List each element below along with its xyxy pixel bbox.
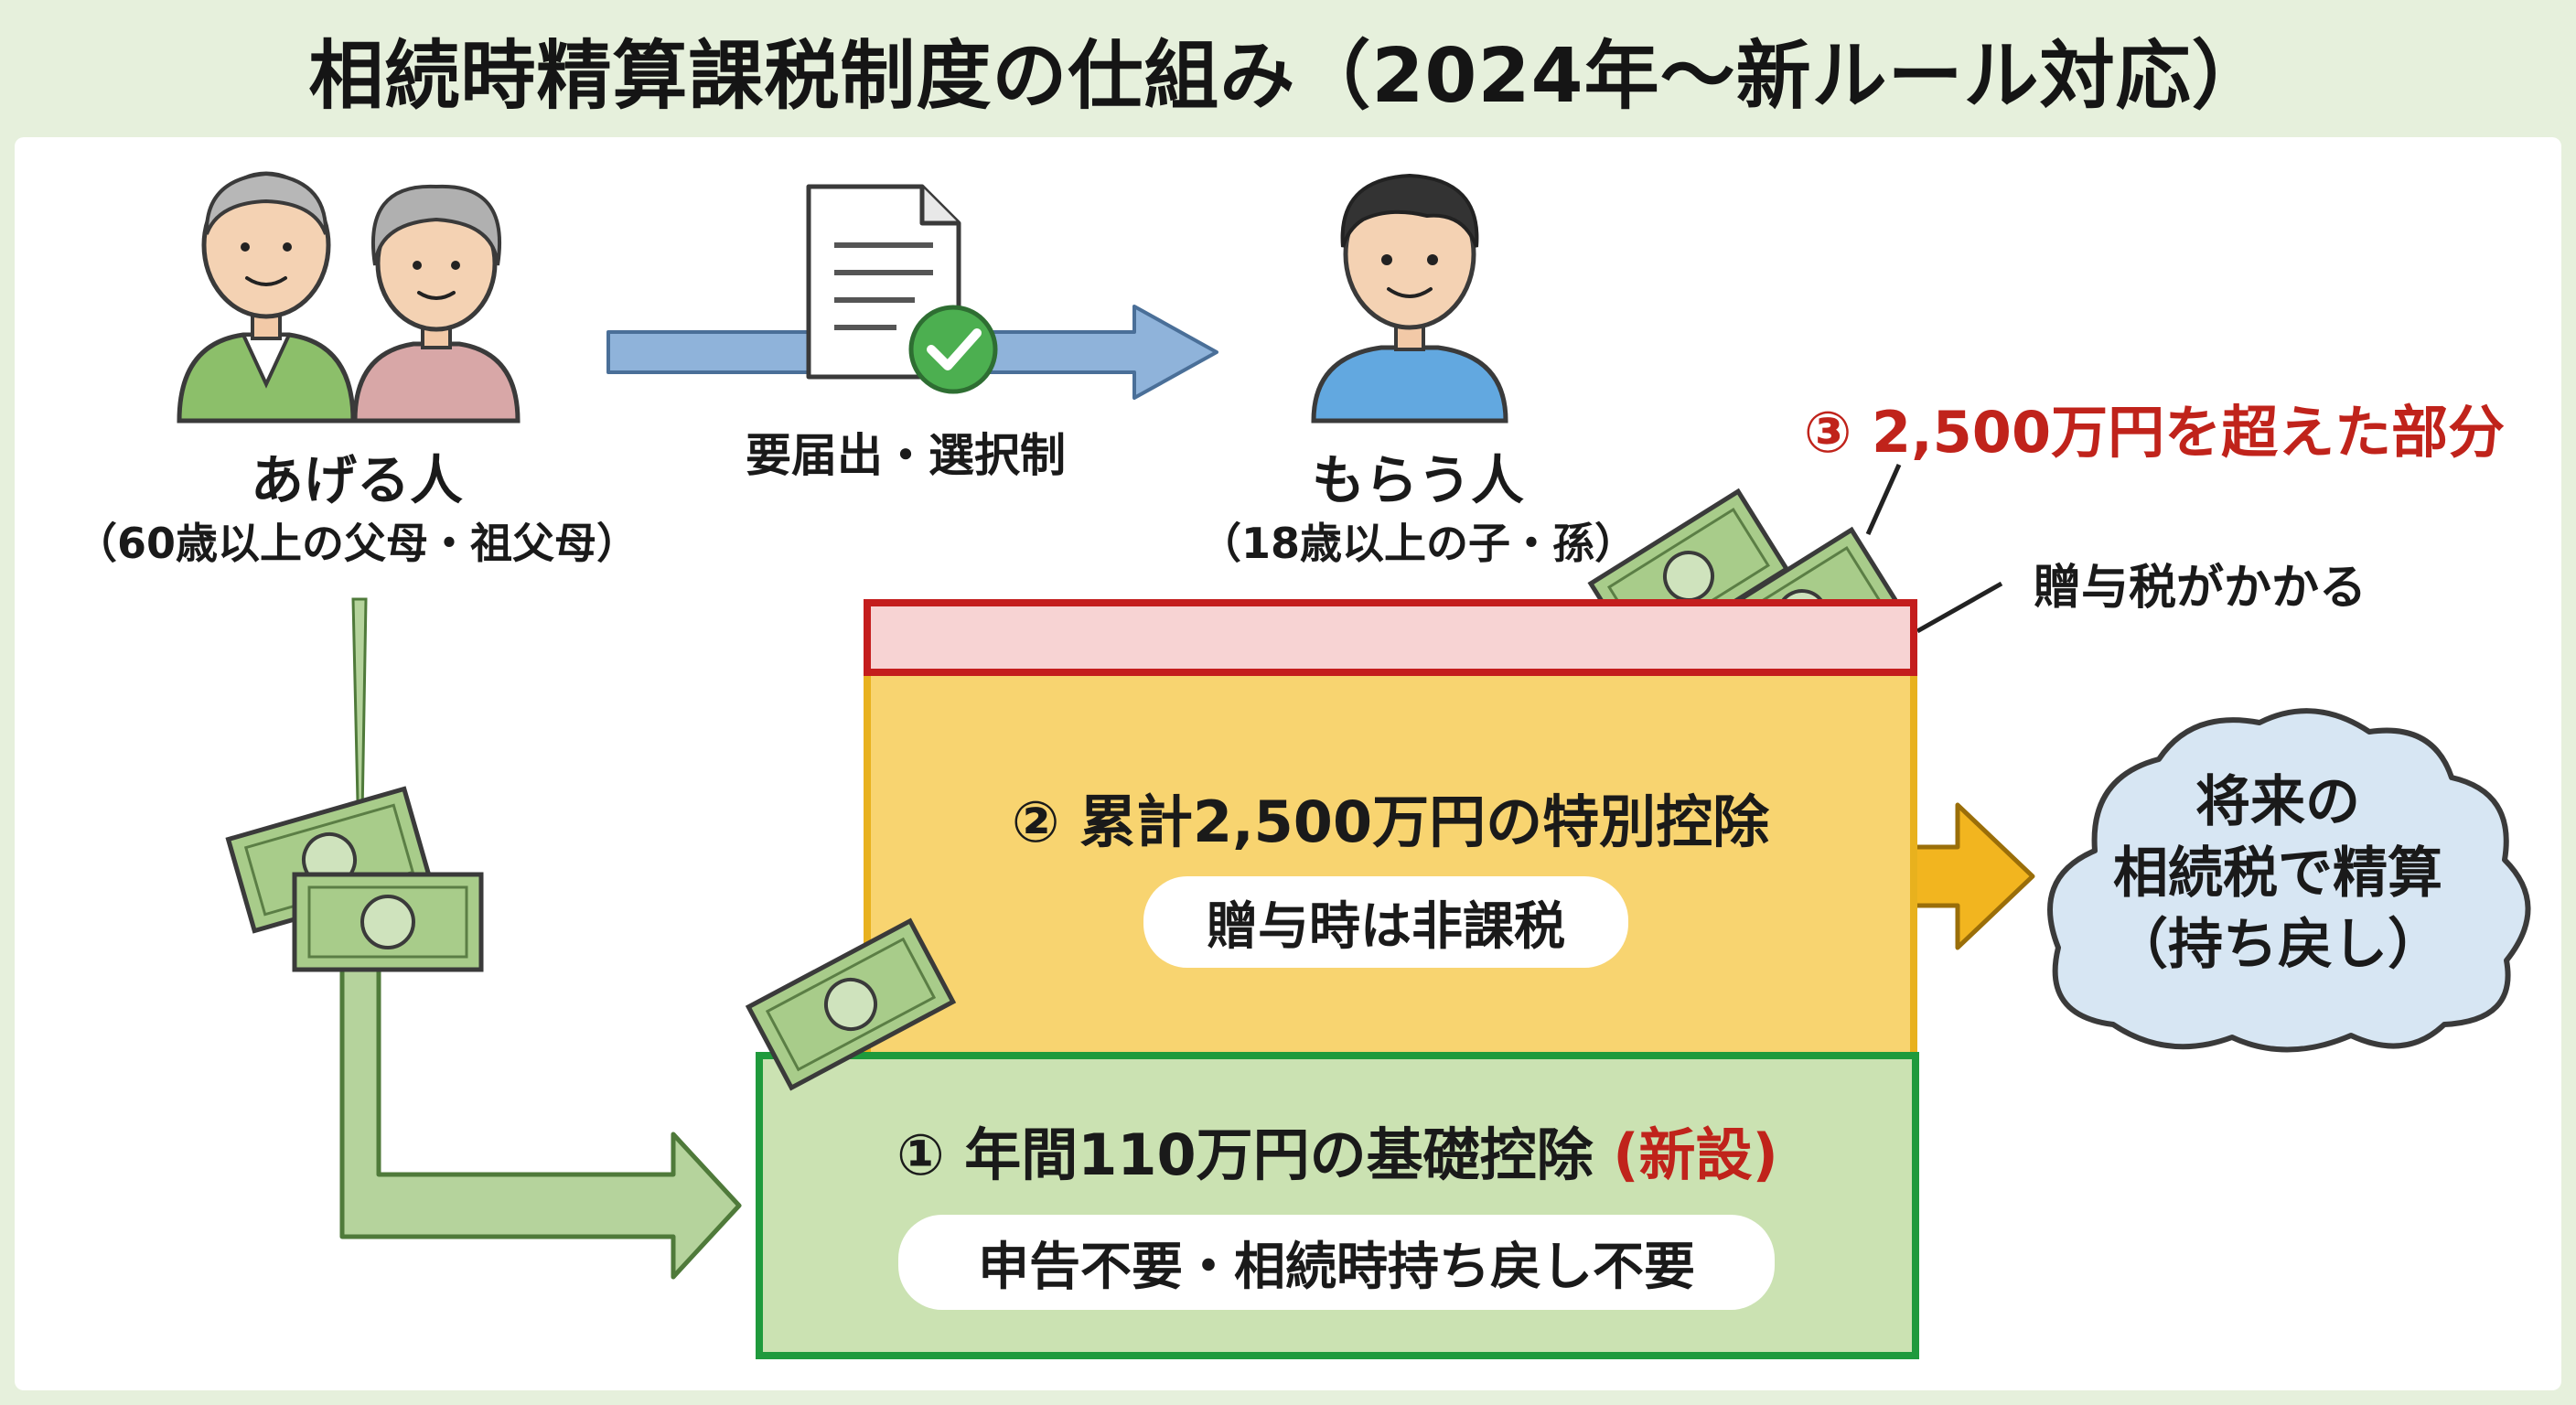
basic-deduction-label: ① 年間110万円の基礎控除 (新設)	[756, 1109, 1919, 1191]
excess-leader-line	[1865, 463, 1902, 536]
basic-deduction-main: ① 年間110万円の基礎控除	[896, 1121, 1614, 1188]
green-flow-arrow	[339, 912, 742, 1280]
checkmark-icon	[908, 305, 998, 394]
basic-deduction-pill: 申告不要・相続時持ち戻し不要	[898, 1215, 1775, 1310]
special-deduction-pill: 贈与時は非課税	[1143, 876, 1628, 968]
settlement-text: 将来の 相続税で精算 （持ち戻し）	[2049, 767, 2506, 981]
receiver-name: もらう人	[1311, 449, 1524, 511]
flow-spike	[351, 597, 368, 925]
settlement-line-2: 相続税で精算	[2113, 842, 2442, 906]
excess-label: ③ 2,500万円を超えた部分	[1803, 399, 2506, 466]
excess-box	[864, 599, 1917, 676]
special-deduction-box	[864, 676, 1917, 1060]
grandmother-icon	[352, 184, 521, 424]
settlement-line-3: （持ち戻し）	[2113, 913, 2442, 977]
banknote-icon	[745, 917, 957, 1091]
tax-leader-line	[1916, 581, 2003, 634]
banknote-icon	[292, 872, 484, 972]
special-deduction-label: ② 累計2,500万円の特別控除	[1011, 788, 1770, 855]
giver-name: あげる人	[250, 449, 463, 511]
flow-label: 要届出・選択制	[746, 429, 1066, 482]
child-icon	[1311, 173, 1508, 424]
tax-note: 贈与税がかかる	[2033, 561, 2367, 616]
settlement-line-1: 将来の	[2195, 770, 2360, 834]
page-title: 相続時精算課税制度の仕組み（2024年〜新ルール対応）	[308, 32, 2268, 120]
grandfather-icon	[177, 171, 356, 424]
new-badge: (新設)	[1613, 1121, 1778, 1188]
settlement-cloud	[2047, 708, 2531, 1053]
receiver-detail: （18歳以上の子・孫）	[1198, 519, 1637, 568]
giver-detail: （60歳以上の父母・祖父母）	[74, 519, 639, 568]
